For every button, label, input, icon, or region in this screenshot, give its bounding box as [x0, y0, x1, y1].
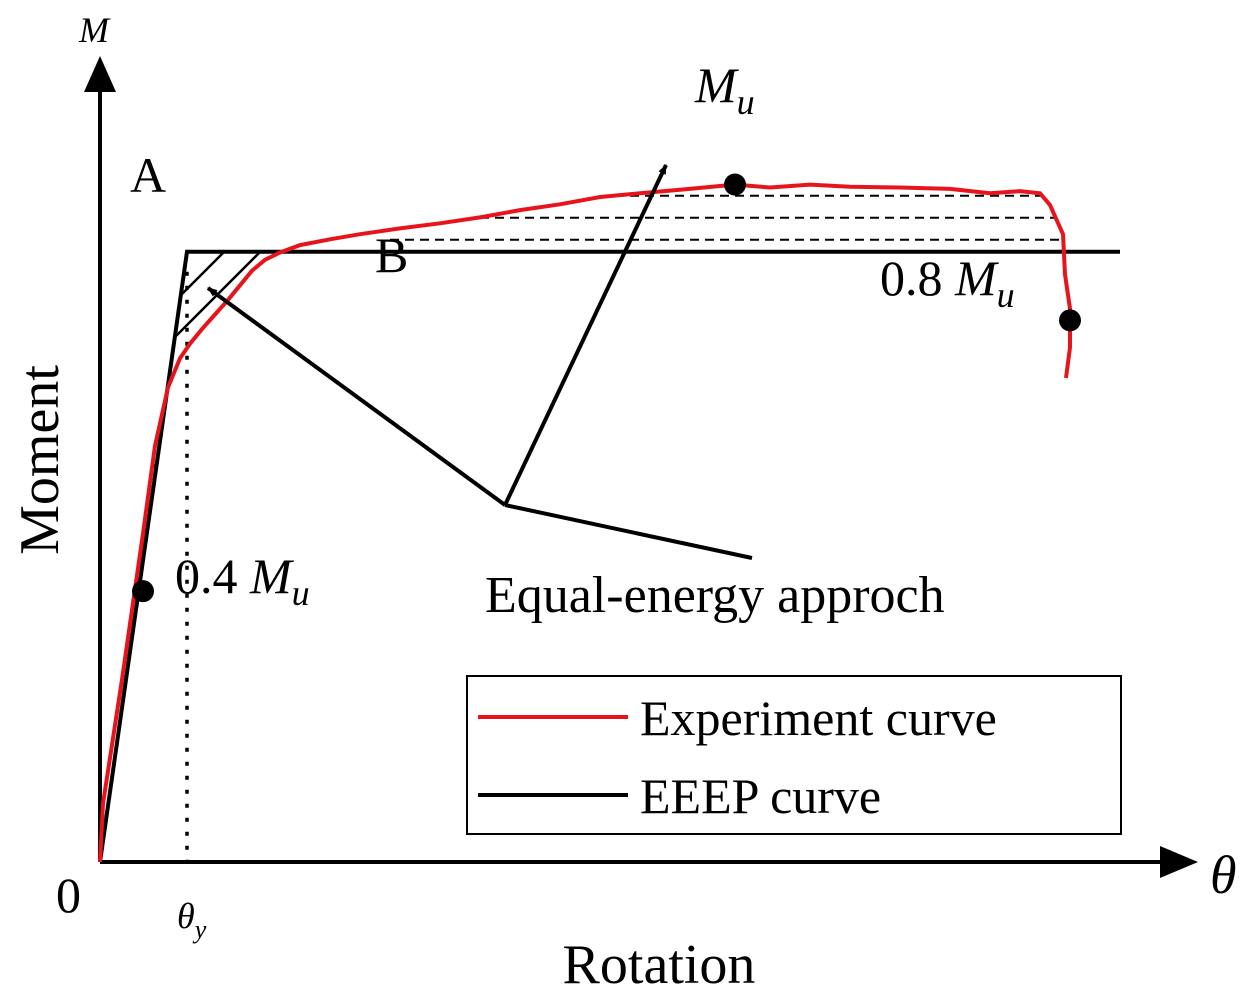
- theta-y-tick-label: θy: [177, 896, 207, 944]
- m08-label: 0.8 Mu: [880, 250, 1015, 315]
- x-axis-arrow: [1160, 846, 1198, 878]
- annotation-arrow-right: [503, 164, 668, 506]
- hatch-line: [964, 140, 1259, 700]
- hatch-line: [928, 140, 1259, 700]
- eeep-curve: [98, 249, 1120, 863]
- m04-label: 0.4 Mu: [175, 548, 310, 613]
- legend: Experiment curve EEEP curve: [466, 675, 1122, 835]
- hatch-line: [1108, 140, 1259, 700]
- hatch-line: [1216, 140, 1259, 700]
- y-axis-symbol: M: [78, 10, 111, 50]
- annotation-arrow-left: [206, 286, 507, 507]
- mu-point: [724, 173, 746, 196]
- hatch-line: [1000, 140, 1259, 700]
- point-a-label: A: [130, 147, 166, 203]
- hatch-line: [1036, 140, 1259, 700]
- x-axis-label: Rotation: [563, 934, 756, 996]
- annotation-text: Equal-energy approch: [485, 567, 945, 624]
- annotation-leader: [504, 503, 753, 560]
- upper-energy-hatch: [370, 194, 1065, 241]
- legend-box: [466, 675, 1122, 835]
- y-axis-arrow: [84, 56, 116, 92]
- legend-label-eeep: EEEP curve: [640, 768, 881, 824]
- origin-label: 0: [56, 867, 81, 923]
- x-axis-symbol: θ: [1210, 845, 1237, 905]
- hatch-line: [1072, 140, 1259, 700]
- legend-label-experiment: Experiment curve: [640, 690, 997, 746]
- mu-label: Mu: [694, 57, 755, 122]
- hatch-line: [1252, 140, 1259, 700]
- hatch-line: [138, 251, 370, 592]
- m08-point: [1059, 309, 1081, 332]
- experiment-curve: [98, 182, 1072, 863]
- hatch-line: [1180, 140, 1259, 700]
- m04-point: [132, 580, 154, 603]
- hatch-line: [138, 251, 370, 592]
- y-axis-label: Moment: [9, 365, 71, 555]
- hatch-line: [1144, 140, 1259, 700]
- hatch-line: [892, 140, 1259, 700]
- point-b-label: B: [375, 227, 408, 283]
